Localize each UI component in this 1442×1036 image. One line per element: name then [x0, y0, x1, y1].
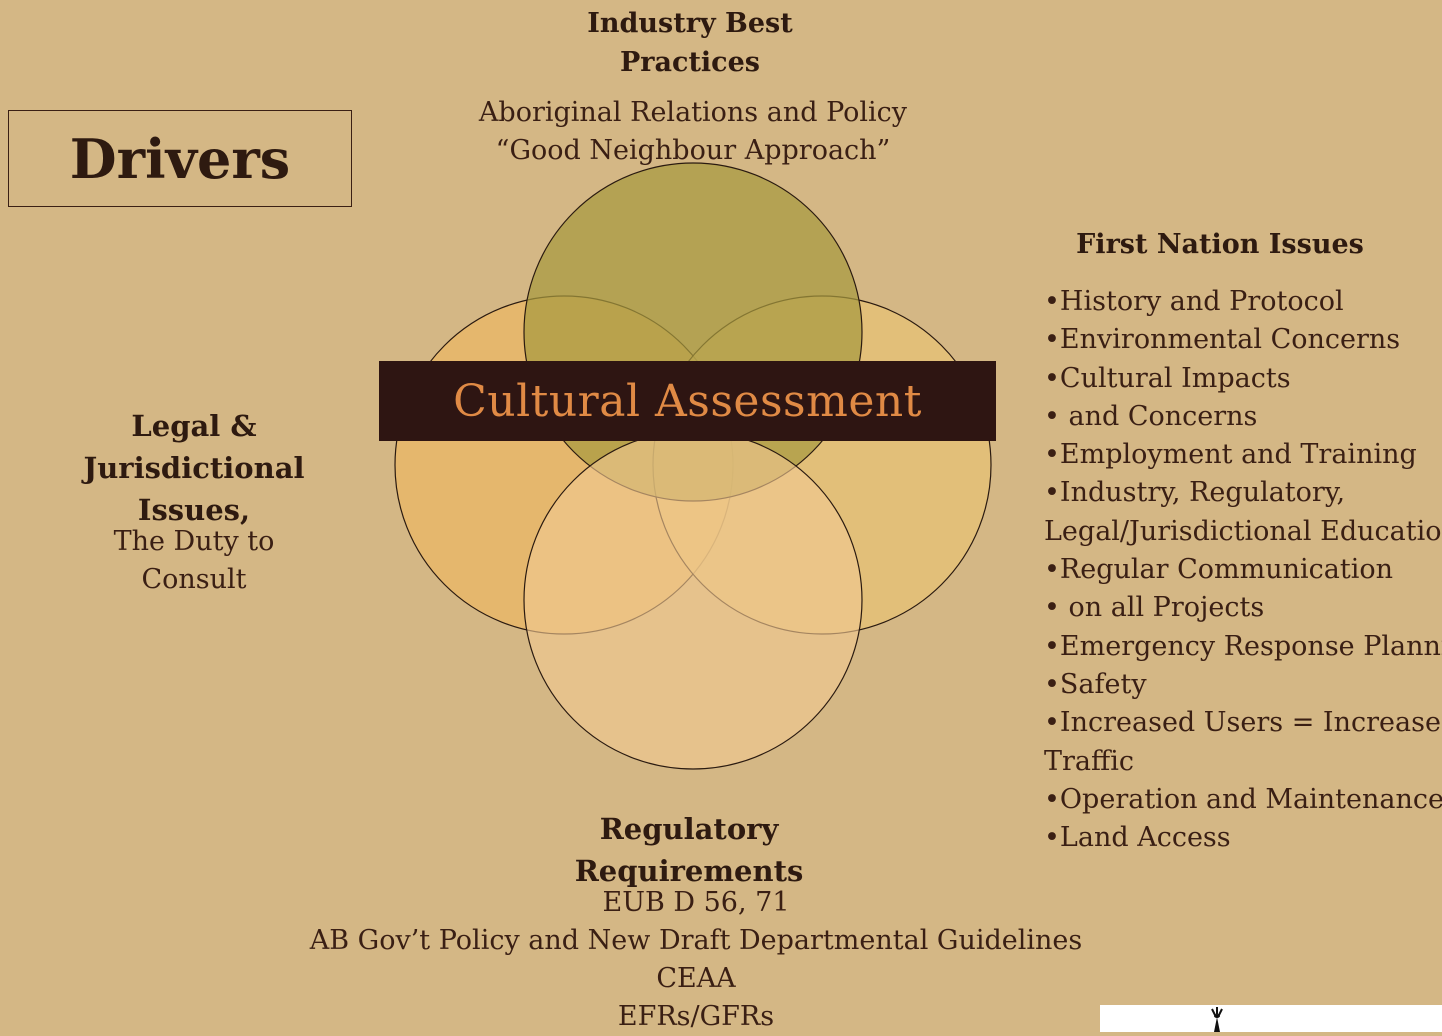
list-item: •Environmental Concerns [1044, 324, 1401, 356]
list-item: Traffic [1044, 745, 1134, 777]
list-item: •Cultural Impacts [1044, 362, 1291, 394]
list-item: • on all Projects [1044, 592, 1265, 624]
regulatory-title-line: Requirements [574, 854, 804, 888]
legal-issues-title: Legal & Jurisdictional Issues, [20, 405, 368, 531]
list-item: •Employment and Training [1044, 439, 1417, 471]
industry-best-practices-title: Industry Best Practices [520, 4, 860, 82]
list-item: •History and Protocol [1044, 286, 1344, 317]
legal-issues-line: The Duty to [113, 526, 275, 557]
list-item: •Emergency Response Planning [1044, 630, 1442, 662]
list-item: • and Concerns [1044, 400, 1258, 432]
feather-logo-icon [1211, 1007, 1223, 1032]
legal-issues-title-line: Legal & Jurisdictional [83, 409, 305, 485]
list-item: •Safety [1044, 668, 1147, 700]
list-item: Legal/Jurisdictional Education [1044, 515, 1442, 547]
list-item: •Increased Users = Increased [1044, 707, 1442, 739]
regulatory-line: EUB D 56, 71 [602, 887, 790, 918]
list-item: •Land Access [1044, 822, 1231, 854]
drivers-box: Drivers [8, 110, 352, 207]
regulatory-line: CEAA [656, 963, 736, 994]
legal-issues-title-line: Issues, [137, 493, 251, 527]
first-nation-issues-title: First Nation Issues [1076, 229, 1364, 260]
drivers-label: Drivers [69, 126, 291, 191]
industry-best-practices-line: Aboriginal Relations and Policy [478, 97, 908, 128]
list-item: •Industry, Regulatory, [1044, 477, 1346, 509]
industry-best-practices-line: “Good Neighbour Approach” [495, 135, 891, 166]
legal-issues-line: Consult [141, 564, 247, 595]
list-item: •Operation and Maintenance [1044, 783, 1442, 815]
cultural-assessment-label: Cultural Assessment [453, 375, 922, 427]
first-nation-issues-list: •History and Protocol •Environmental Con… [1044, 283, 1442, 857]
industry-best-practices-title-line: Practices [619, 47, 760, 78]
regulatory-requirements-title: Regulatory Requirements [520, 808, 858, 892]
logo [1100, 1005, 1442, 1032]
regulatory-title-line: Regulatory [599, 812, 779, 846]
regulatory-line: AB Gov’t Policy and New Draft Department… [309, 925, 1083, 956]
venn-circle-bottom [523, 430, 863, 770]
cultural-assessment-banner: Cultural Assessment [379, 361, 996, 441]
legal-issues-description: The Duty to Consult [60, 523, 328, 599]
list-item: •Regular Communication [1044, 554, 1394, 586]
industry-best-practices-title-line: Industry Best [587, 8, 793, 39]
regulatory-line: EFRs/GFRs [617, 1001, 775, 1032]
